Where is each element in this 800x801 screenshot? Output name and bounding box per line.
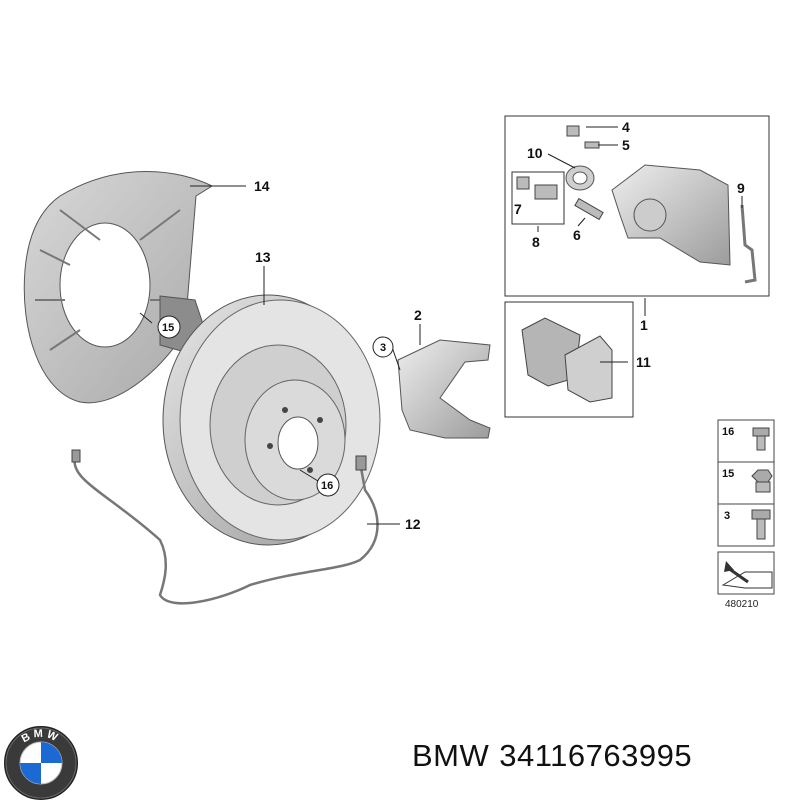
fastener-legend: 16 15 3 480210 — [717, 419, 775, 610]
caliper-group — [504, 115, 770, 297]
callout-3-circle — [372, 336, 394, 358]
caliper-carrier — [397, 339, 491, 439]
brand-name: BMW — [412, 738, 490, 773]
part-number: 34116763995 — [499, 738, 693, 773]
callout-6: 6 — [573, 227, 581, 243]
callout-2: 2 — [414, 307, 422, 323]
direction-arrow-icon — [721, 561, 773, 589]
brake-disc — [162, 294, 381, 546]
callout-10: 10 — [527, 145, 543, 161]
callout-16: 16 — [321, 480, 333, 492]
leader-lines — [139, 126, 743, 525]
legend-number-15: 15 — [722, 468, 734, 480]
reference-number: 480210 — [725, 599, 759, 610]
callout-12: 12 — [405, 516, 421, 532]
callout-4: 4 — [622, 119, 630, 135]
caliper-bolt-icon — [751, 509, 771, 540]
callout-5: 5 — [622, 137, 630, 153]
callout-9: 9 — [737, 180, 745, 196]
svg-text:BMW: BMW — [20, 728, 63, 746]
callout-15-circle — [157, 315, 181, 339]
callout-3: 3 — [380, 342, 386, 354]
callout-14: 14 — [254, 178, 270, 194]
brake-pad-box — [504, 301, 634, 418]
callout-16-circle — [316, 473, 340, 497]
callout-15: 15 — [162, 322, 174, 334]
callout-8: 8 — [532, 234, 540, 250]
callout-13: 13 — [255, 249, 271, 265]
callout-7: 7 — [514, 201, 522, 217]
callout-11: 11 — [636, 354, 651, 370]
part-caption: BMW 34116763995 — [412, 738, 692, 774]
brake-pads — [521, 317, 613, 403]
legend-number-16: 16 — [722, 426, 734, 438]
legend-number-3: 3 — [724, 510, 730, 522]
wear-sensor-cable — [71, 449, 379, 605]
callout-1: 1 — [640, 317, 648, 333]
bmw-logo: BMW — [4, 726, 78, 800]
flange-bolt-icon — [752, 427, 770, 451]
dust-shield — [23, 171, 214, 404]
hex-nut-icon — [751, 469, 773, 493]
